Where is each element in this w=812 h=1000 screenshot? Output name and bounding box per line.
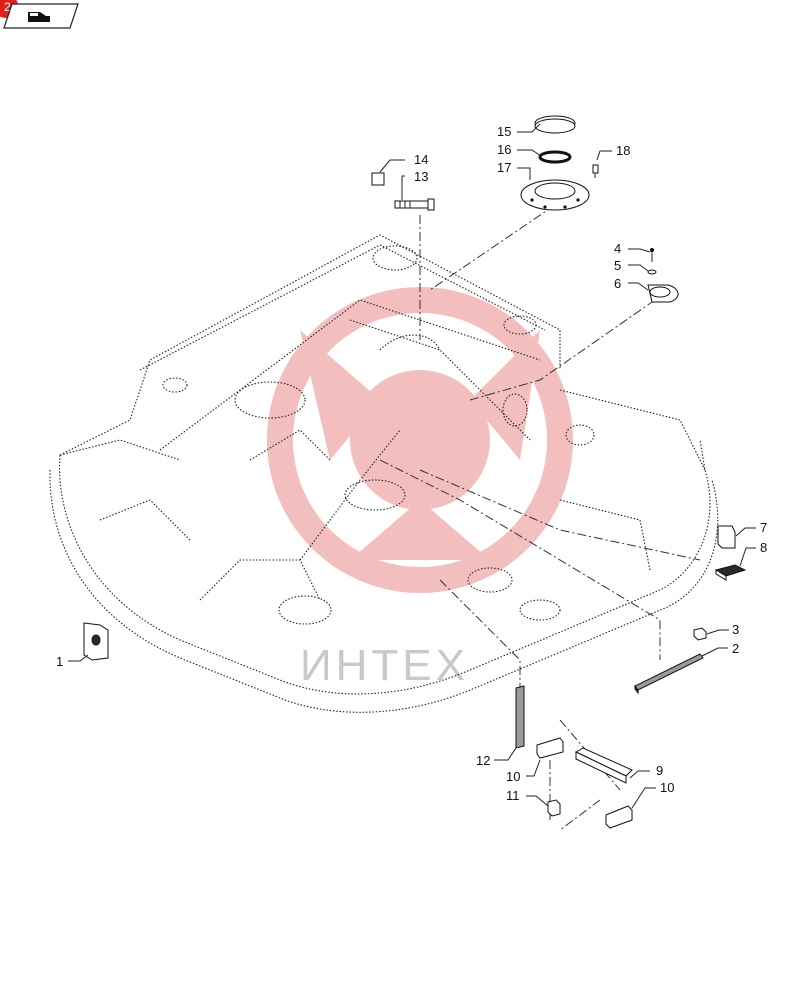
part-7-pad [717, 525, 736, 549]
upper-frame-outline [49, 234, 719, 713]
part-13-bolt [394, 198, 435, 211]
callout-2[interactable]: 2 [732, 641, 739, 656]
callout-7[interactable]: 7 [760, 520, 767, 535]
callout-18[interactable]: 18 [616, 143, 630, 158]
callout-10-lower[interactable]: 10 [660, 780, 674, 795]
leader-lines [68, 123, 756, 809]
part-16-retaining-ring [538, 150, 572, 164]
callout-5[interactable]: 5 [614, 258, 621, 273]
part-5-washer [647, 269, 657, 275]
part-1-bracket [83, 622, 109, 661]
part-6-cover-plate [647, 284, 679, 303]
page-badge-number: 2 [4, 0, 11, 14]
callout-8[interactable]: 8 [760, 540, 767, 555]
part-3-block [693, 627, 707, 641]
callout-3[interactable]: 3 [732, 622, 739, 637]
watermark-text: ИНТЕХ [300, 641, 469, 690]
part-17-flange-plate [520, 179, 590, 211]
part-18-bolt [592, 164, 599, 178]
part-11-block [547, 799, 561, 817]
callout-16[interactable]: 16 [497, 142, 511, 157]
part-10-block-lower [605, 805, 633, 829]
callout-9[interactable]: 9 [656, 763, 663, 778]
part-12-strip [515, 685, 525, 749]
part-2-strip [634, 653, 704, 695]
nav-tab-button[interactable] [3, 3, 79, 29]
hand-pointer-icon [28, 12, 50, 22]
part-14-nut [371, 172, 385, 186]
callout-13[interactable]: 13 [414, 169, 428, 184]
part-4-screw [650, 248, 654, 262]
callout-17[interactable]: 17 [497, 160, 511, 175]
part-9-bar [574, 747, 633, 784]
callout-15[interactable]: 15 [497, 124, 511, 139]
callout-6[interactable]: 6 [614, 276, 621, 291]
part-8-pad [714, 564, 747, 581]
callout-11[interactable]: 11 [506, 788, 520, 803]
watermark-logo [267, 287, 573, 593]
part-10-block-upper [536, 737, 564, 759]
part-15-seal-ring [534, 115, 576, 134]
callout-14[interactable]: 14 [414, 152, 428, 167]
callout-1[interactable]: 1 [56, 654, 63, 669]
header-badge-area: 2 [0, 0, 79, 29]
callout-4[interactable]: 4 [614, 241, 621, 256]
callout-10-upper[interactable]: 10 [506, 769, 520, 784]
callout-12[interactable]: 12 [476, 753, 490, 768]
